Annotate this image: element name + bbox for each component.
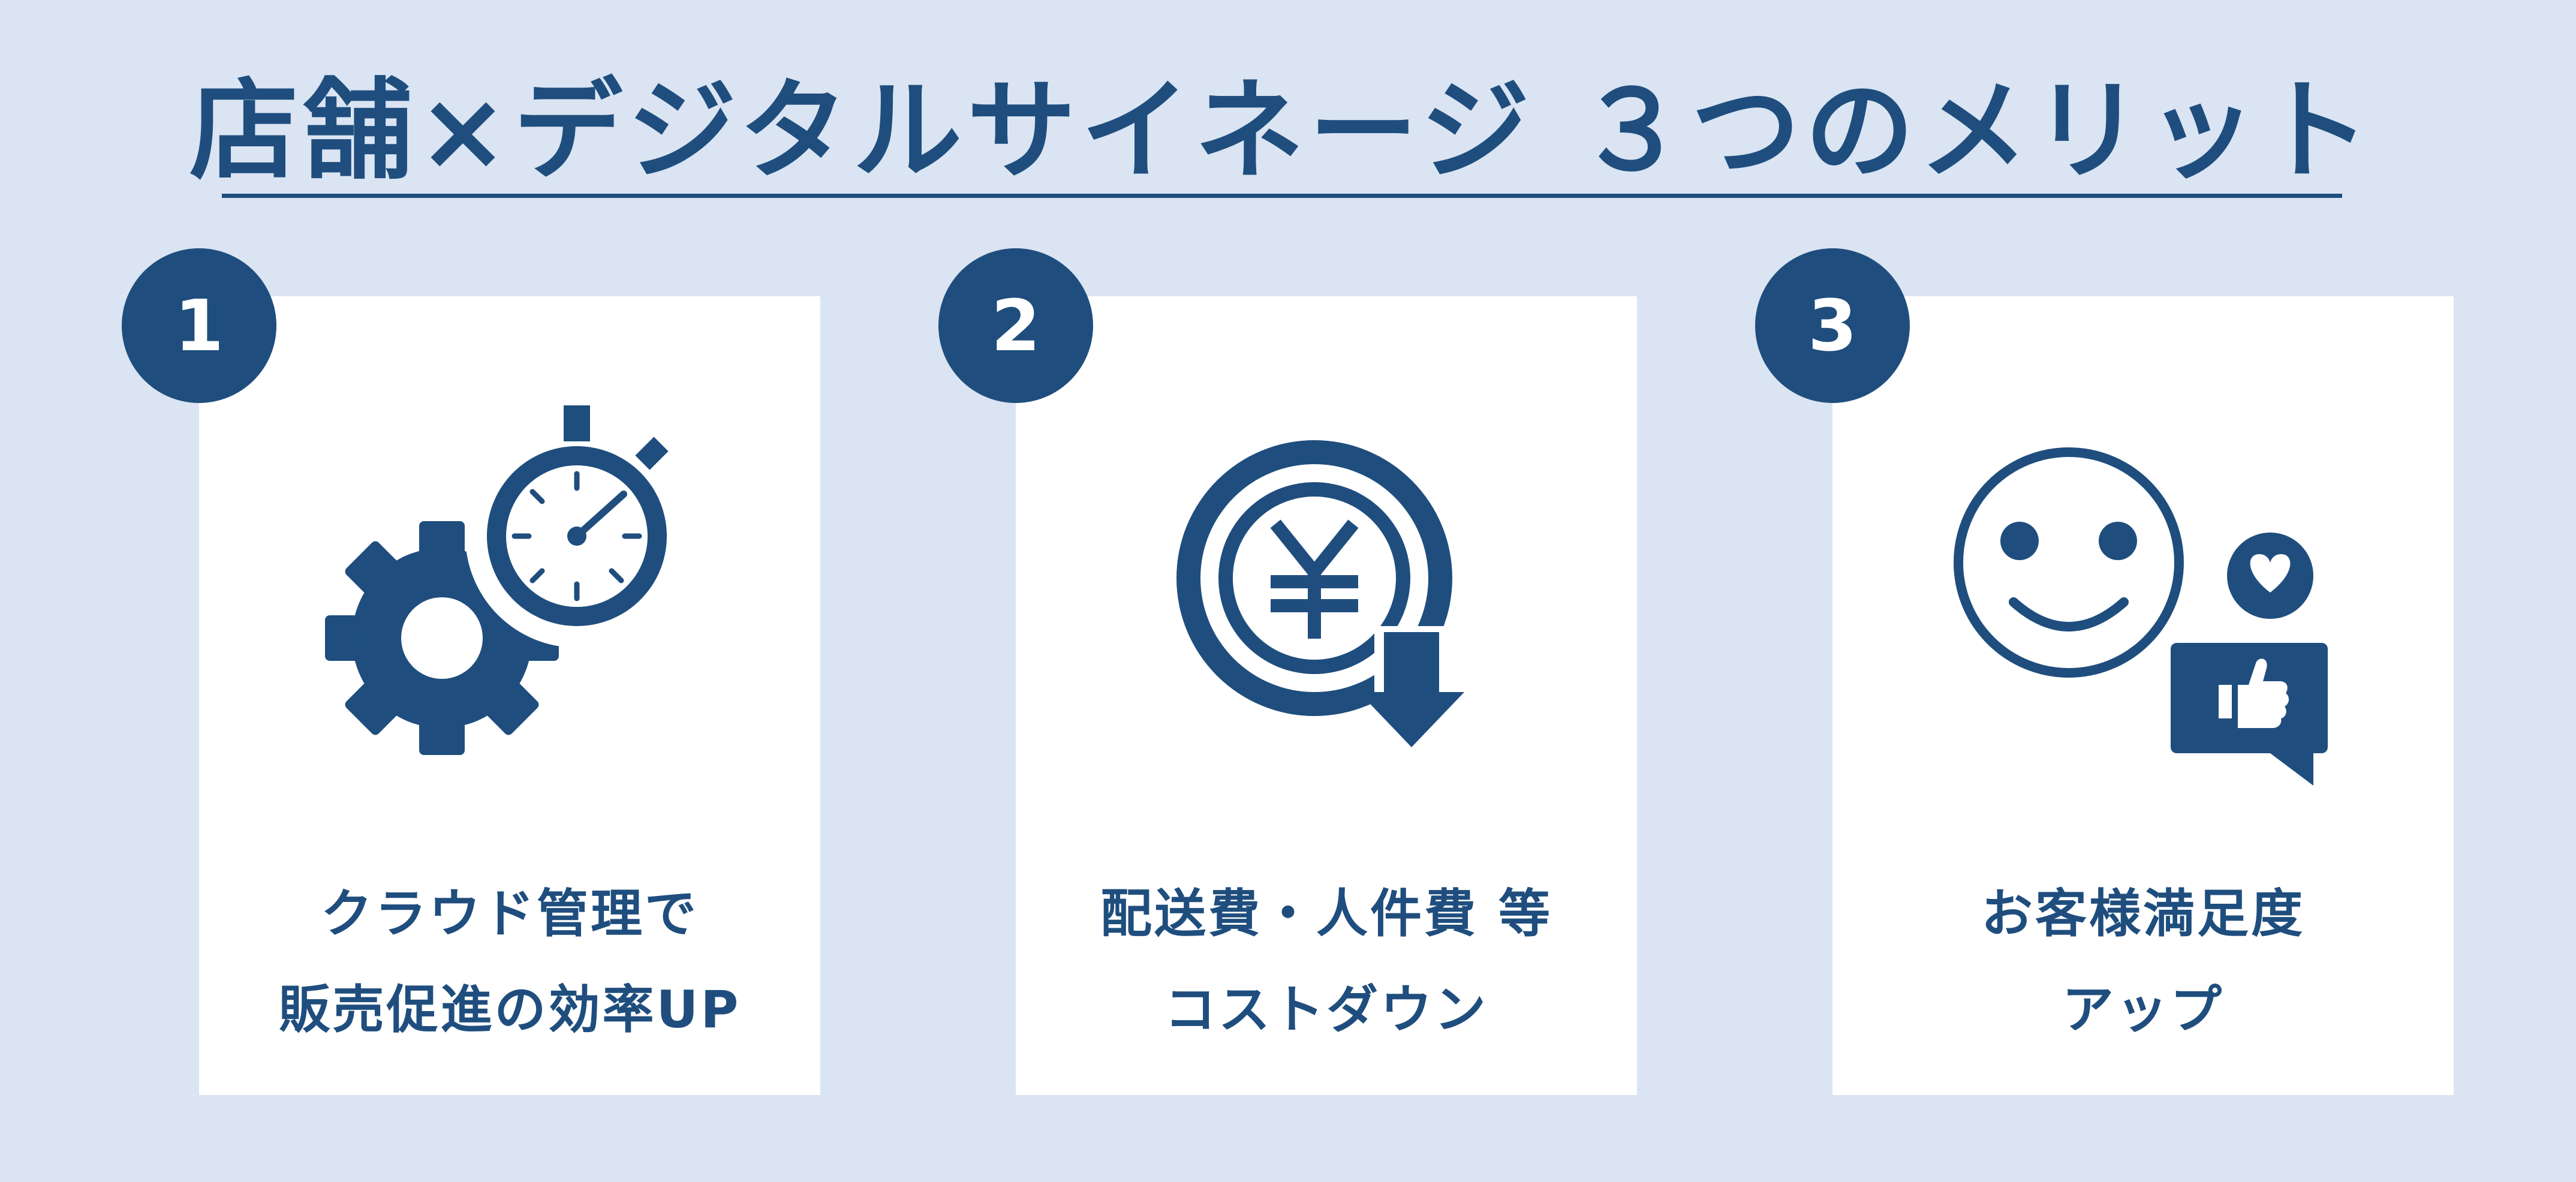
- number-badge-2: 2: [938, 248, 1093, 403]
- merit-caption-2: 配送費・人件費 等 コストダウン: [1016, 866, 1637, 1058]
- number-badge-1: 1: [122, 248, 276, 403]
- number-badge-3: 3: [1755, 248, 1910, 403]
- yen-down-arrow-icon: [1176, 440, 1464, 747]
- merit-card-3: お客様満足度 アップ: [1832, 296, 2454, 1095]
- merit-caption-line2: アップ: [2062, 980, 2224, 1040]
- smiley-like-icon: [1954, 447, 2328, 786]
- title-bar: 店舗×デジタルサイネージ ３つのメリット: [189, 72, 2370, 198]
- merit-card-2: 配送費・人件費 等 コストダウン: [1016, 296, 1637, 1095]
- page-title: 店舗×デジタルサイネージ ３つのメリット: [189, 67, 2375, 194]
- merit-card-1: クラウド管理で 販売促進の効率UP: [199, 296, 820, 1095]
- gear-stopwatch-icon: [325, 405, 688, 755]
- merit-caption-line1: クラウド管理で: [321, 884, 699, 944]
- merit-caption-line1: お客様満足度: [1981, 884, 2305, 944]
- merit-caption-line1: 配送費・人件費 等: [1100, 884, 1552, 944]
- merit-caption-1: クラウド管理で 販売促進の効率UP: [199, 866, 820, 1058]
- merit-caption-line2: 販売促進の効率UP: [278, 980, 741, 1040]
- merit-caption-line2: コストダウン: [1164, 980, 1488, 1040]
- merit-caption-3: お客様満足度 アップ: [1832, 866, 2454, 1058]
